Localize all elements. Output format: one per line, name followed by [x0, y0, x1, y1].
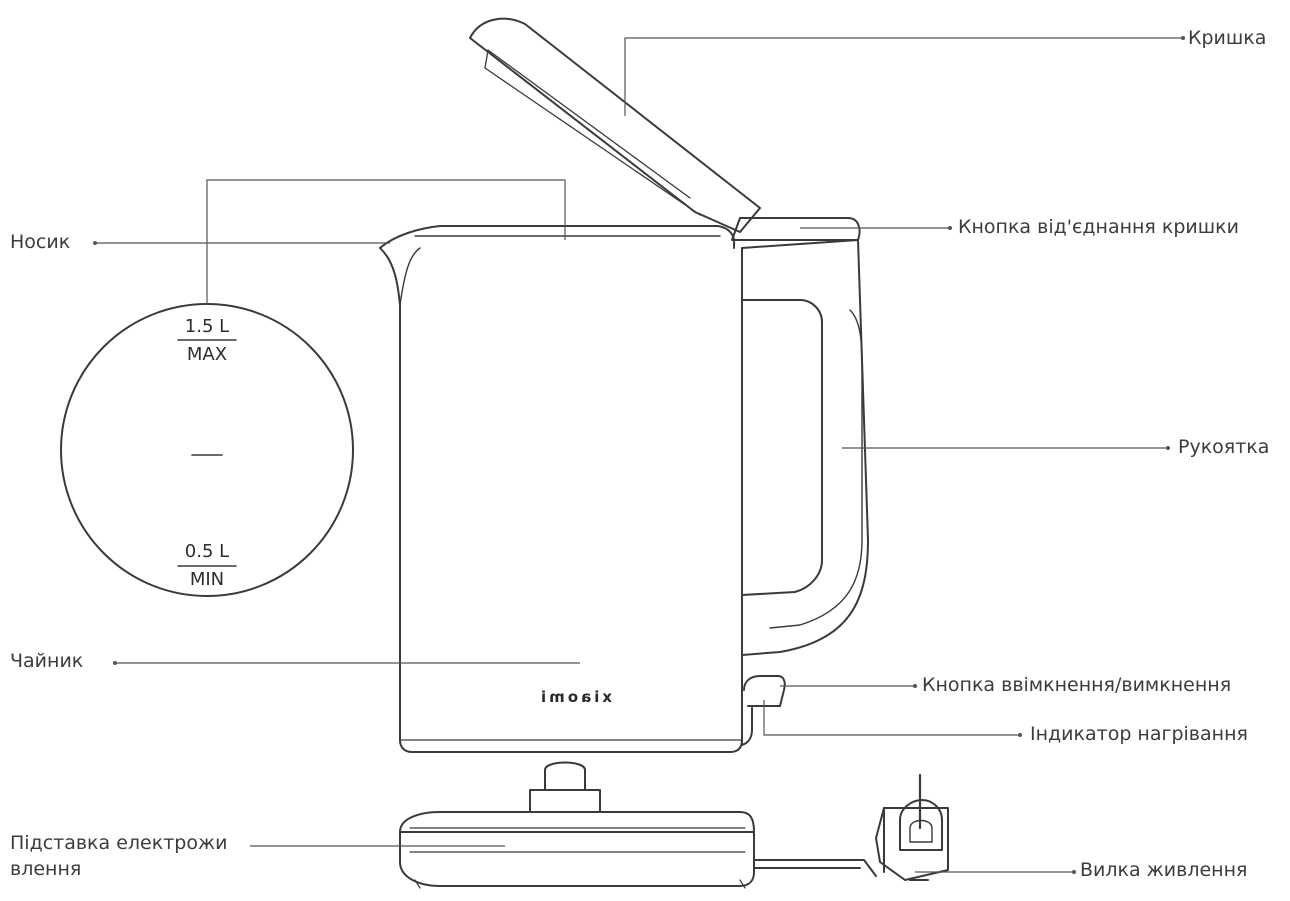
label-handle: Рукоятка [1178, 436, 1270, 458]
gauge-max-label: MAX [186, 344, 228, 365]
dot-power-button [913, 684, 917, 688]
dot-lid-release [948, 226, 952, 230]
dot-spout [93, 241, 97, 245]
label-power-plug: Вилка живлення [1080, 859, 1248, 881]
power-switch [741, 675, 786, 746]
label-lid: Кришка [1188, 27, 1267, 49]
gauge-min-volume: 0.5 L [184, 541, 230, 562]
leader-lid [624, 37, 1183, 116]
label-kettle: Чайник [10, 650, 84, 672]
label-spout: Носик [10, 231, 71, 253]
dot-handle [1166, 446, 1170, 450]
label-power-base: Підставка електрожи влення [10, 832, 228, 880]
kettle-body [379, 225, 743, 753]
label-heating-indicator: Індикатор нагрівання [1030, 723, 1248, 745]
brand-logo: xiaomi [538, 688, 613, 706]
kettle-handle [741, 239, 869, 656]
kettle-lid [469, 17, 761, 233]
label-lid-release-button: Кнопка від'єднання кришки [958, 216, 1239, 238]
label-power-button: Кнопка ввімкнення/вимкнення [922, 674, 1232, 696]
dot-lid [1181, 36, 1185, 40]
dot-heating-indicator [1018, 733, 1022, 737]
power-base [399, 761, 755, 889]
leader-heating-indicator [763, 700, 1020, 736]
gauge-min-label: MIN [189, 569, 225, 590]
dot-kettle [113, 661, 117, 665]
leader-gauge [206, 179, 566, 305]
power-plug [875, 773, 949, 881]
power-cord [753, 859, 877, 877]
gauge-max-volume: 1.5 L [184, 316, 230, 337]
dot-power-plug [1072, 870, 1076, 874]
lid-release-button [731, 217, 861, 241]
